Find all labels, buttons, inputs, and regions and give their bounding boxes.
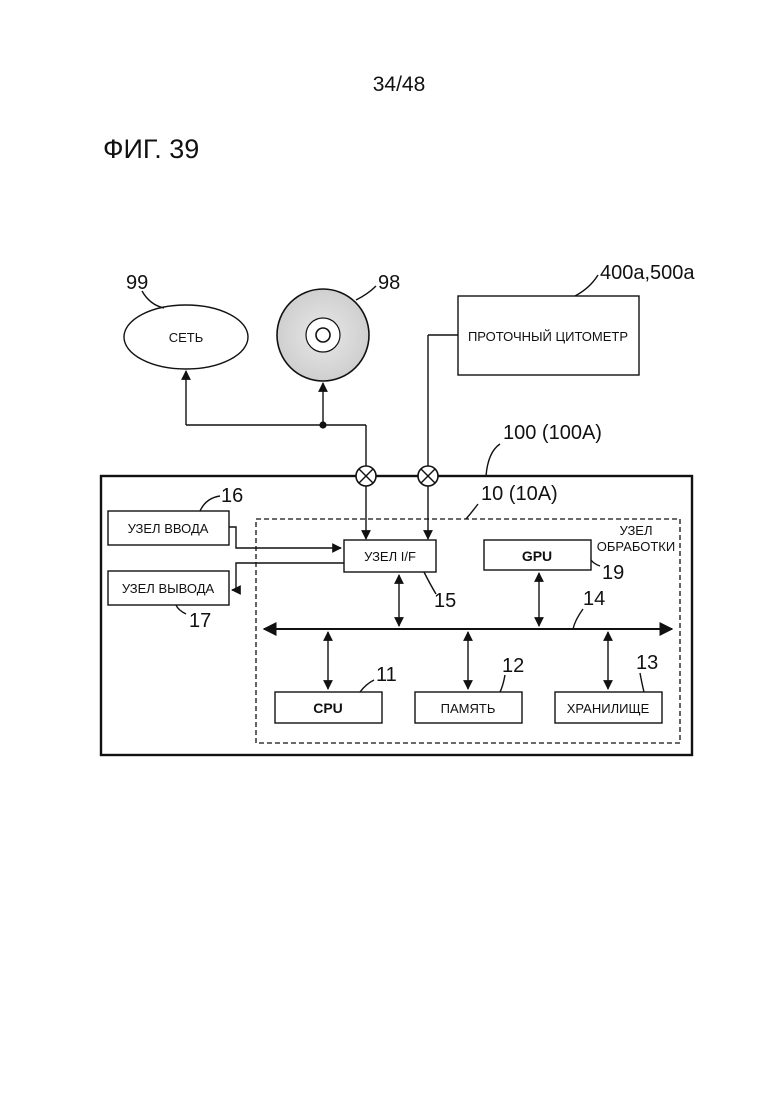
storage-disc-icon bbox=[277, 289, 369, 381]
input-unit-label: УЗЕЛ ВВОДА bbox=[128, 521, 209, 536]
memory-box: ПАМЯТЬ bbox=[415, 692, 522, 723]
bus-ref-leader bbox=[573, 609, 583, 629]
output-unit-ref: 17 bbox=[189, 610, 211, 632]
processing-unit-label-line2: ОБРАБОТКИ bbox=[597, 539, 675, 554]
processing-unit-ref: 10 (10A) bbox=[481, 483, 558, 505]
input-unit-ref: 16 bbox=[221, 485, 243, 507]
input-unit-box: УЗЕЛ ВВОДА bbox=[108, 511, 229, 545]
interface-unit-ref-leader bbox=[424, 572, 436, 594]
processing-unit-label-line1: УЗЕЛ bbox=[619, 523, 652, 538]
memory-ref: 12 bbox=[502, 655, 524, 677]
figure-label: ФИГ. 39 bbox=[103, 134, 199, 164]
memory-ref-leader bbox=[500, 675, 505, 692]
disc-ref: 98 bbox=[378, 272, 400, 294]
memory-label: ПАМЯТЬ bbox=[441, 701, 496, 716]
flow-cytometer-box: ПРОТОЧНЫЙ ЦИТОМЕТР bbox=[458, 296, 639, 375]
cpu-ref-leader bbox=[360, 680, 374, 692]
flow-cytometer-label: ПРОТОЧНЫЙ ЦИТОМЕТР bbox=[468, 329, 628, 344]
cpu-box: CPU bbox=[275, 692, 382, 723]
storage-ref-leader bbox=[640, 673, 644, 692]
disc-ref-leader bbox=[356, 286, 376, 300]
sheet-number: 34/48 bbox=[373, 73, 426, 96]
gpu-label: GPU bbox=[522, 548, 552, 564]
device-ref: 100 (100A) bbox=[503, 422, 602, 444]
input-unit-ref-leader bbox=[200, 496, 220, 511]
bus-ref: 14 bbox=[583, 588, 605, 610]
gpu-ref-leader bbox=[591, 560, 600, 566]
device-ref-leader bbox=[486, 444, 500, 476]
connector-symbol-right bbox=[418, 466, 438, 486]
network-label: СЕТЬ bbox=[169, 330, 204, 345]
storage-label: ХРАНИЛИЩЕ bbox=[567, 701, 650, 716]
cpu-ref: 11 bbox=[376, 664, 397, 686]
connector-symbol-left bbox=[356, 466, 376, 486]
network-ref: 99 bbox=[126, 272, 148, 294]
network-node: СЕТЬ bbox=[124, 305, 248, 369]
storage-ref: 13 bbox=[636, 652, 658, 674]
interface-unit-label: УЗЕЛ I/F bbox=[364, 549, 416, 564]
processing-unit-ref-leader bbox=[466, 504, 478, 519]
storage-box: ХРАНИЛИЩЕ bbox=[555, 692, 662, 723]
output-unit-box: УЗЕЛ ВЫВОДА bbox=[108, 571, 229, 605]
interface-unit-box: УЗЕЛ I/F bbox=[344, 540, 436, 572]
bus-connections bbox=[328, 573, 608, 689]
gpu-box: GPU bbox=[484, 540, 591, 570]
output-unit-ref-leader bbox=[176, 605, 186, 614]
io-connections bbox=[229, 527, 344, 590]
interface-unit-ref: 15 bbox=[434, 590, 456, 612]
flow-cytometer-ref-leader bbox=[575, 275, 598, 296]
output-unit-label: УЗЕЛ ВЫВОДА bbox=[122, 581, 215, 596]
flow-cytometer-ref: 400a,500a bbox=[600, 262, 695, 284]
gpu-ref: 19 bbox=[602, 562, 624, 584]
cpu-label: CPU bbox=[313, 700, 343, 716]
